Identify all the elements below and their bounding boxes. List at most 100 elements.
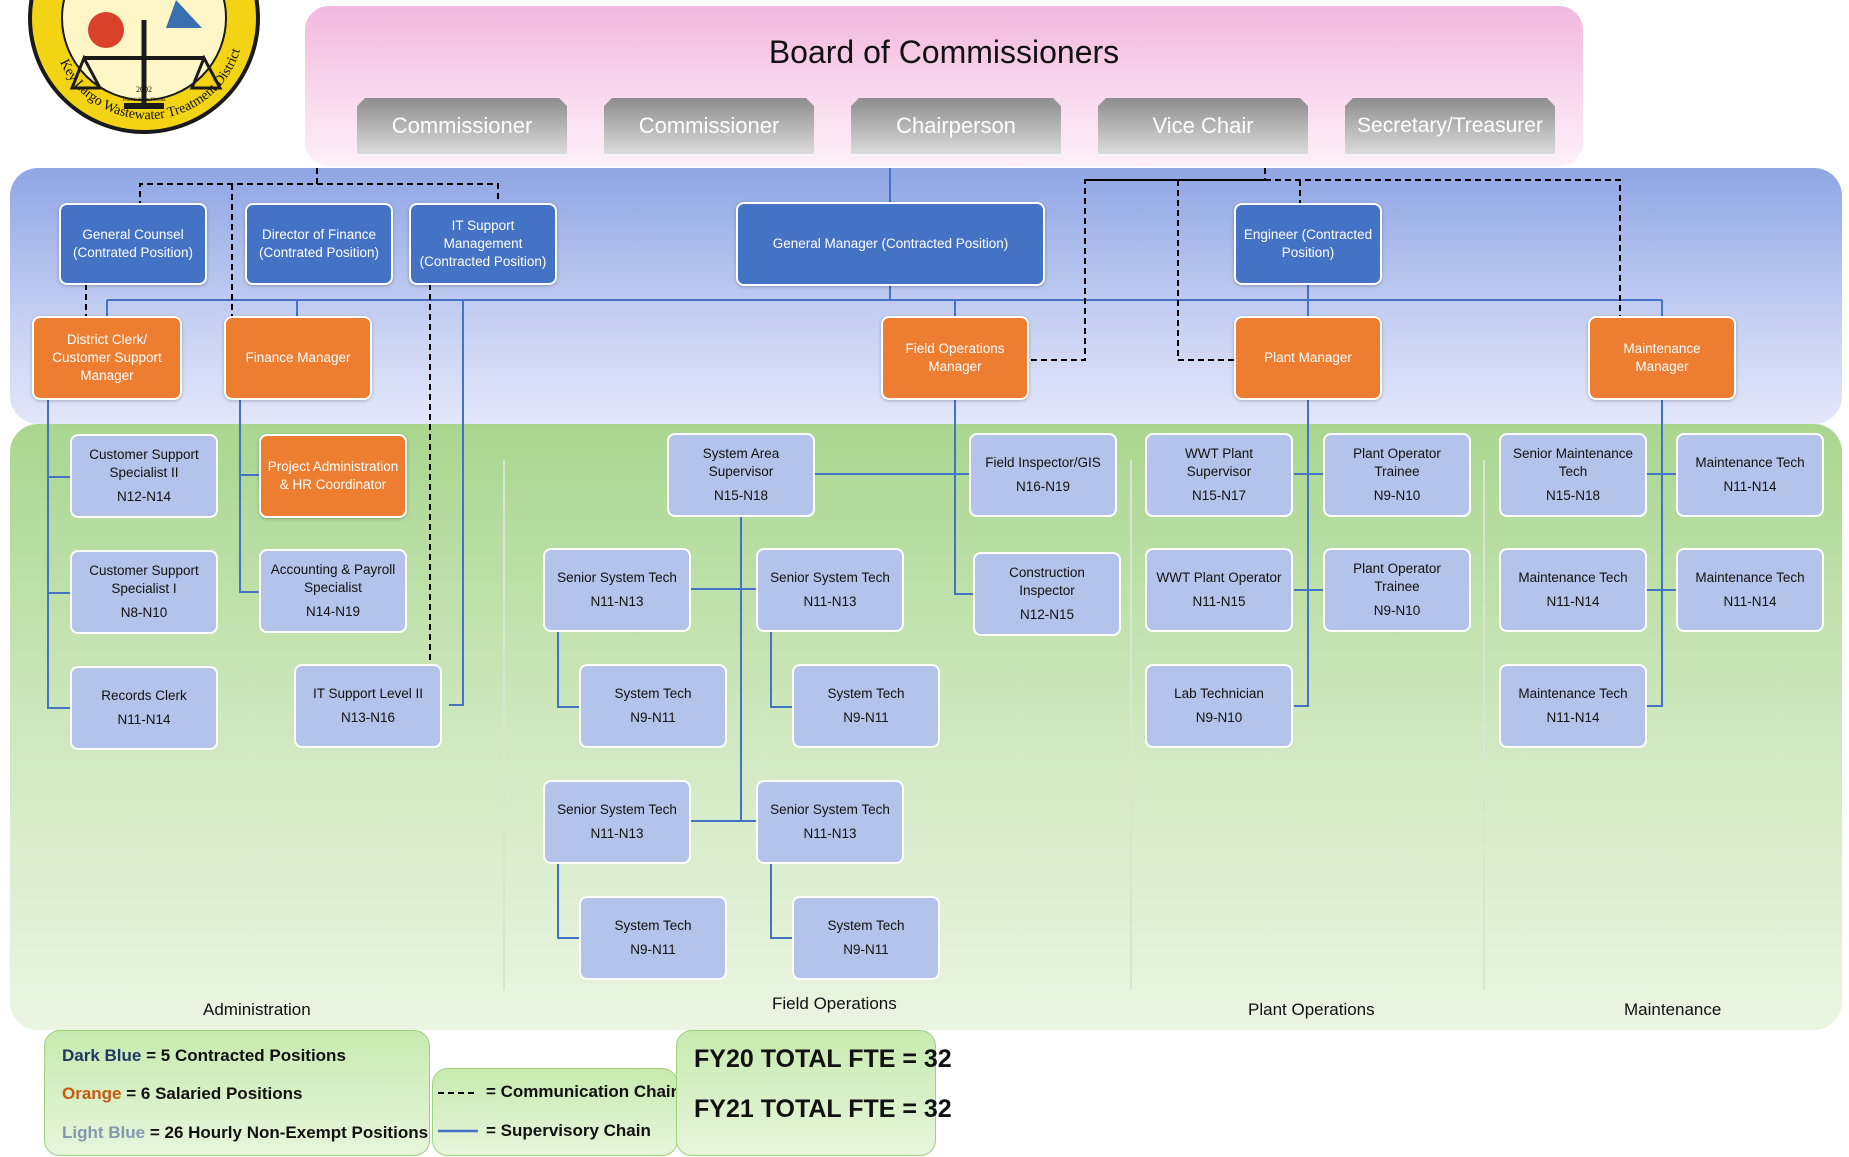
pay-grade: N14-N19 <box>305 603 361 619</box>
director-of-finance-box: Director of Finance (Contrated Position) <box>245 203 393 285</box>
general-manager-box: General Manager (Contracted Position) <box>736 202 1045 286</box>
position-title: Maintenance Tech <box>1518 686 1628 702</box>
position-title: Senior Maintenance Tech <box>1512 446 1634 480</box>
field-operations-manager-box: Field Operations Manager <box>881 316 1029 400</box>
fte-totals-box <box>676 1030 936 1156</box>
position-title: Plant Operator Trainee <box>1353 561 1441 595</box>
general-counsel-title: General Counsel (Contrated Position) <box>72 227 194 260</box>
pay-grade: N9-N10 <box>1373 602 1421 618</box>
pay-grade: N9-N10 <box>1373 487 1421 503</box>
svg-text:2002: 2002 <box>136 85 152 94</box>
legend-dark-blue-text: = 5 Contracted Positions <box>146 1046 346 1065</box>
fy21-total-fte: FY21 TOTAL FTE = 32 <box>694 1095 952 1123</box>
fy20-total-fte: FY20 TOTAL FTE = 32 <box>694 1045 952 1073</box>
pay-grade: N11-N14 <box>117 712 171 727</box>
project-administration-hr-box: Project Administration & HR Coordinator <box>259 434 407 518</box>
pay-grade: N13-N16 <box>340 710 396 725</box>
board-title: Board of Commissioners <box>768 34 1120 70</box>
board-member-vice-chair: Vice Chair <box>1098 98 1308 156</box>
legend-dark-blue: Dark Blue = 5 Contracted Positions <box>62 1046 346 1066</box>
position-title: Senior System Tech <box>770 802 890 818</box>
position-title: Senior System Tech <box>557 570 677 586</box>
legend-light-blue-text: = 26 Hourly Non-Exempt Positions <box>149 1123 429 1142</box>
legend-orange-text: = 6 Salaried Positions <box>126 1084 303 1103</box>
director-of-finance-title: Director of Finance (Contrated Position) <box>258 227 380 260</box>
legend-light-blue: Light Blue = 26 Hourly Non-Exempt Positi… <box>62 1123 428 1143</box>
pay-grade: N11-N13 <box>590 826 644 841</box>
board-member-secretary-treasurer: Secretary/Treasurer <box>1345 98 1555 156</box>
svg-text:Florida Keys, Florida: Florida Keys, Florida <box>123 98 167 103</box>
customer-support-specialist-1-box: Customer Support Specialist I N8-N10 <box>70 550 218 634</box>
position-title: Project Administration & HR Coordinator <box>267 459 399 492</box>
pay-grade: N9-N11 <box>630 710 676 725</box>
legend-orange: Orange = 6 Salaried Positions <box>62 1084 302 1104</box>
plant-manager-title: Plant Manager <box>1264 350 1352 366</box>
position-title: Maintenance Tech <box>1695 455 1805 471</box>
pay-grade: N11-N15 <box>1192 594 1246 609</box>
section-label-field-operations: Field Operations <box>772 994 897 1013</box>
maintenance-manager-box: Maintenance Manager <box>1588 316 1736 400</box>
pay-grade: N9-N10 <box>1195 710 1243 725</box>
position-title: Maintenance Tech <box>1695 570 1805 586</box>
position-title: Accounting & Payroll Specialist <box>270 562 396 596</box>
position-title: Customer Support Specialist II <box>89 447 199 481</box>
color-legend <box>44 1030 430 1156</box>
field-operations-manager-title: Field Operations Manager <box>905 341 1005 374</box>
pay-grade: N11-N14 <box>1723 594 1777 609</box>
engineer-title: Engineer (Contracted Position) <box>1243 227 1373 260</box>
district-clerk-manager-box: District Clerk/ Customer Support Manager <box>32 316 182 400</box>
scales-icon <box>69 20 223 109</box>
position-title: Maintenance Tech <box>1518 570 1628 586</box>
plant-manager-box: Plant Manager <box>1234 316 1382 400</box>
board-member-commissioner-2: Commissioner <box>604 98 814 156</box>
position-title: System Tech <box>614 918 692 934</box>
position-title: Customer Support Specialist I <box>89 563 199 597</box>
position-title: Senior System Tech <box>770 570 890 586</box>
pay-grade: N11-N13 <box>590 594 644 609</box>
legend-dark-blue-word: Dark Blue <box>62 1046 142 1065</box>
pay-grade: N9-N11 <box>630 942 676 957</box>
pay-grade: N9-N11 <box>843 710 889 725</box>
district-clerk-manager-title: District Clerk/ Customer Support Manager <box>52 332 162 383</box>
pay-grade: N8-N10 <box>120 604 168 620</box>
finance-manager-title: Finance Manager <box>245 350 351 366</box>
section-label-maintenance: Maintenance <box>1624 1000 1722 1019</box>
position-title: Senior System Tech <box>557 802 677 818</box>
maintenance-manager-title: Maintenance Manager <box>1623 341 1701 374</box>
pay-grade: N15-N18 <box>1545 487 1601 503</box>
pay-grade: N9-N11 <box>843 942 889 957</box>
position-title: Construction Inspector <box>1009 565 1085 599</box>
general-manager-title: General Manager (Contracted Position) <box>772 236 1009 252</box>
legend-orange-word: Orange <box>62 1084 122 1103</box>
position-title: WWT Plant Operator <box>1156 570 1282 586</box>
pay-grade: N11-N14 <box>1546 594 1600 609</box>
position-title: IT Support Level II <box>312 686 424 702</box>
position-title: Lab Technician <box>1174 686 1264 702</box>
line-legend <box>432 1068 678 1156</box>
position-title: System Tech <box>827 686 905 702</box>
position-title: WWT Plant Supervisor <box>1184 446 1253 480</box>
pay-grade: N12-N15 <box>1019 606 1075 622</box>
position-title: System Tech <box>827 918 905 934</box>
position-title: System Tech <box>614 686 692 702</box>
pay-grade: N11-N13 <box>803 594 857 609</box>
position-title: Records Clerk <box>101 688 187 704</box>
pay-grade: N11-N14 <box>1723 479 1777 494</box>
line-legend-swatches <box>438 1092 478 1133</box>
